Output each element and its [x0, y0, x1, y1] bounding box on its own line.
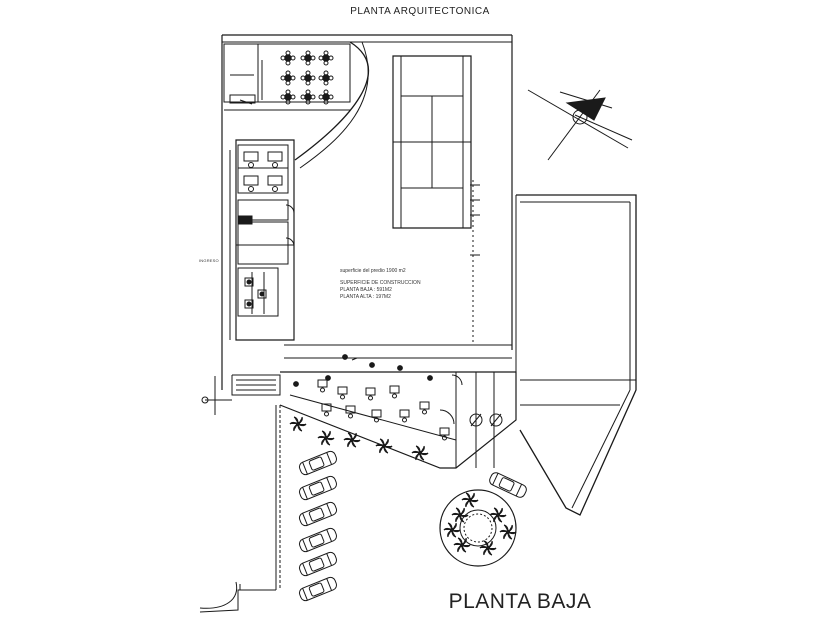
palm-icon	[290, 417, 306, 431]
car-icon	[298, 475, 338, 501]
palm-icon	[412, 446, 428, 460]
construction-heading: SUPERFICIE DE CONSTRUCCION	[340, 280, 421, 286]
land-area-note: superficie del predio 1900 m2	[340, 268, 406, 274]
parked-cars	[298, 450, 528, 602]
plant-pot-icon	[343, 355, 348, 360]
dining-table-icon	[301, 90, 315, 104]
tennis-court	[393, 56, 480, 345]
palm-icon	[376, 439, 392, 453]
car-icon	[298, 501, 338, 527]
north-arrow-icon	[528, 90, 632, 160]
plant-pot-icon	[398, 366, 403, 371]
car-icon	[298, 551, 338, 577]
office-desk-icon	[390, 386, 399, 398]
roundabout	[440, 490, 516, 566]
office-desk-icon	[440, 428, 449, 440]
dining-tables	[281, 51, 333, 104]
top-left-rooms	[224, 44, 350, 110]
car-icon	[488, 471, 528, 499]
dining-table-icon	[281, 90, 295, 104]
palm-icon	[490, 508, 506, 522]
dining-table-icon	[301, 71, 315, 85]
desk-icon	[244, 152, 258, 168]
drawing-subtitle: PLANTA BAJA	[448, 590, 592, 613]
plant-pot-icon	[370, 363, 375, 368]
office-desk-icon	[372, 410, 381, 422]
seat-icon	[258, 290, 266, 298]
dining-table-icon	[319, 71, 333, 85]
driveway	[200, 405, 280, 612]
seat-icon	[245, 278, 253, 286]
door-swings	[352, 358, 502, 426]
curved-wall	[295, 42, 368, 168]
office-desk-icon	[318, 380, 327, 392]
car-icon	[298, 576, 338, 602]
palm-icon	[454, 538, 470, 552]
dining-table-icon	[281, 51, 295, 65]
palm-icon	[480, 541, 496, 555]
palm-icon	[462, 493, 478, 507]
main-outline	[222, 35, 516, 390]
desk-icon	[244, 176, 258, 192]
plant-icons	[290, 417, 516, 555]
dining-table-icon	[319, 51, 333, 65]
desk-icon	[268, 152, 282, 168]
office-desk-icon	[338, 387, 347, 399]
palm-icon	[444, 523, 460, 537]
office-desk-icon	[400, 410, 409, 422]
palm-icon	[318, 431, 334, 445]
palm-icon	[344, 433, 360, 447]
palm-icon	[500, 525, 516, 539]
dining-table-icon	[319, 90, 333, 104]
service-block	[230, 140, 294, 340]
office-desk-icon	[322, 404, 331, 416]
bottom-wing	[202, 372, 516, 468]
office-desk-icon	[420, 402, 429, 414]
entrance-label: INGRESO	[199, 258, 219, 263]
plant-pot-icon	[428, 376, 433, 381]
office-furniture	[294, 355, 449, 440]
desk-icon	[268, 176, 282, 192]
seat-icon	[245, 300, 253, 308]
right-wing	[516, 195, 636, 515]
dining-table-icon	[301, 51, 315, 65]
office-desk-icon	[346, 406, 355, 418]
upper-floor-area: PLANTA ALTA : 197M2	[340, 294, 391, 300]
plant-pot-icon	[326, 376, 331, 381]
desk-units	[244, 152, 282, 308]
car-icon	[298, 527, 338, 553]
palm-icon	[452, 508, 468, 522]
car-icon	[298, 450, 338, 476]
office-desk-icon	[366, 388, 375, 400]
dining-table-icon	[281, 71, 295, 85]
drawing-title: PLANTA ARQUITECTONICA	[350, 6, 490, 17]
ground-floor-area: PLANTA BAJA : 591M2	[340, 287, 392, 293]
plant-pot-icon	[294, 382, 299, 387]
